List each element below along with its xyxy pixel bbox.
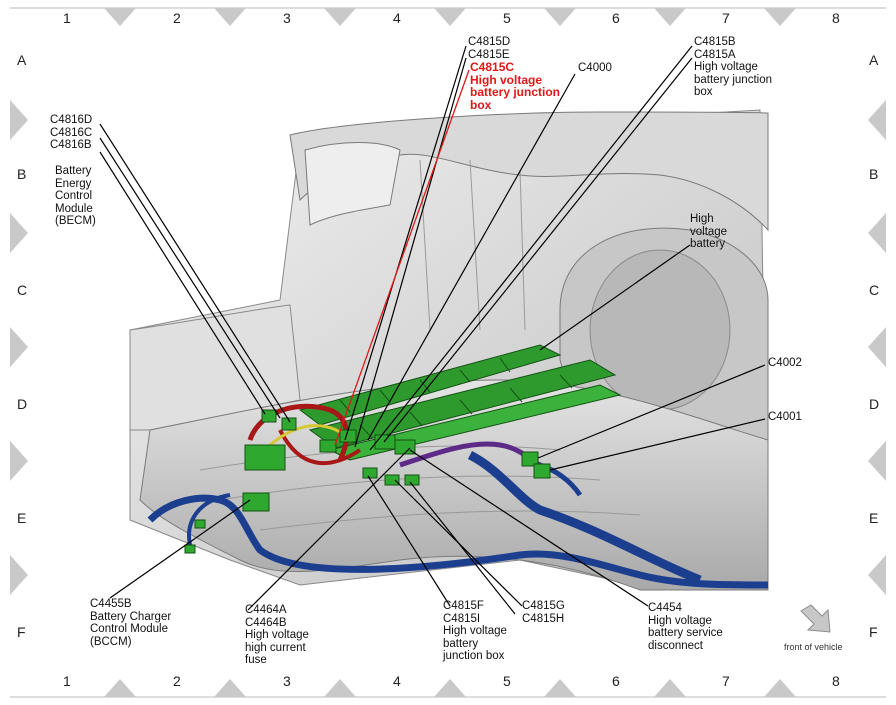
label-c4464-fuse: C4464A C4464B High voltage high current …	[245, 604, 309, 666]
label-becm: Battery Energy Control Module (BECM)	[55, 165, 96, 227]
label-c4000: C4000	[578, 62, 612, 74]
grid-column-label-bottom: 4	[393, 673, 401, 689]
grid-row-label: D	[17, 396, 28, 412]
grid-row-label: B	[17, 166, 27, 182]
label-c4815f-c4815i-junction-box: C4815F C4815I High voltage battery junct…	[443, 600, 507, 662]
grid-column-label-bottom: 2	[173, 673, 181, 689]
front-of-vehicle-arrow-icon	[800, 604, 831, 633]
grid-column-label: 1	[63, 10, 71, 26]
grid-column-label-bottom: 8	[832, 673, 840, 689]
grid-column-label-bottom: 3	[283, 673, 291, 689]
label-c4002: C4002	[768, 357, 802, 369]
grid-column-label-bottom: 5	[503, 673, 511, 689]
grid-row-label: C	[17, 282, 28, 298]
label-c4815c-junction-box: C4815C High voltage battery junction box	[470, 60, 561, 112]
leader-line-c4815c	[334, 69, 470, 446]
grid-row-label-right: C	[869, 282, 880, 298]
front-of-vehicle-label: front of vehicle	[784, 642, 843, 652]
label-high-voltage-battery: High voltage battery	[690, 213, 728, 250]
label-c4815b-c4815a-junction-box: C4815B C4815A High voltage battery junct…	[694, 36, 772, 98]
grid-column-label-bottom: 1	[63, 673, 71, 689]
grid-row-label: F	[17, 624, 26, 640]
connectors	[184, 409, 551, 554]
grid-column-label: 7	[722, 10, 730, 26]
grid-row-label-right: F	[869, 624, 878, 640]
grid-column-label: 2	[173, 10, 181, 26]
grid-column-label: 6	[612, 10, 620, 26]
grid-column-label: 8	[832, 10, 840, 26]
grid-row-label-right: E	[869, 510, 879, 526]
grid-column-label-bottom: 6	[612, 673, 620, 689]
grid-row-label-right: B	[869, 166, 879, 182]
grid-column-label: 4	[393, 10, 401, 26]
label-c4455b-bccm: C4455B Battery Charger Control Module (B…	[90, 598, 172, 648]
grid-row-label: E	[17, 510, 27, 526]
label-c4454-service-disconnect: C4454 High voltage battery service disco…	[648, 602, 723, 652]
label-c4815d-c4815e: C4815D C4815E	[468, 36, 511, 61]
border-frame	[10, 7, 886, 698]
grid-row-label-right: D	[869, 396, 880, 412]
grid-row-label: A	[17, 52, 27, 68]
label-c4815g-c4815h: C4815G C4815H	[522, 600, 565, 625]
label-c4816-connectors: C4816D C4816C C4816B	[50, 114, 93, 151]
grid-row-label-right: A	[869, 52, 879, 68]
grid-column-label-bottom: 7	[722, 673, 730, 689]
leader-lines	[99, 45, 766, 615]
grid-column-label: 5	[503, 10, 511, 26]
grid-column-label: 3	[283, 10, 291, 26]
label-c4001: C4001	[768, 411, 802, 423]
